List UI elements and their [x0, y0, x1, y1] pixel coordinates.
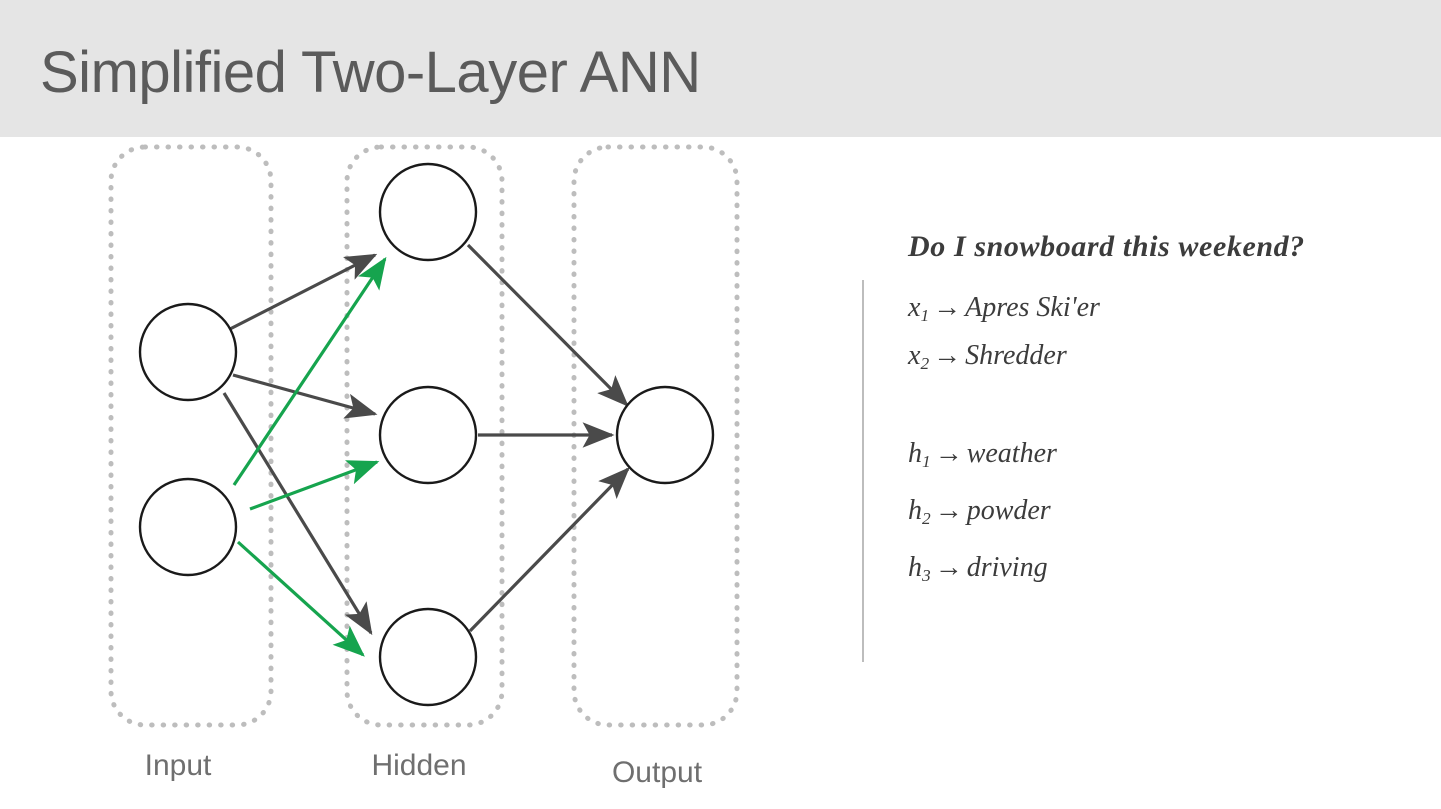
note-subscript: 2 — [920, 353, 930, 373]
layer-label-output: Output — [612, 756, 703, 789]
note-symbol: x — [908, 292, 921, 323]
edge-x1-h1 — [229, 253, 378, 331]
notes-heading: Do I snowboard this weekend? — [908, 230, 1305, 263]
notes-panel: Do I snowboard this weekend? x1→Apres Sk… — [862, 232, 1402, 672]
right-arrow-icon: → — [934, 495, 963, 526]
note-hidden-1: h1→weather — [908, 438, 1057, 471]
note-meaning: Shredder — [965, 340, 1067, 371]
edge-x1-h3 — [222, 392, 373, 636]
note-symbol: h — [908, 552, 922, 583]
note-symbol: h — [908, 438, 922, 469]
note-hidden-3: h3→driving — [908, 552, 1048, 585]
node-output-1[interactable] — [615, 385, 715, 485]
note-meaning: driving — [966, 552, 1048, 583]
note-symbol: h — [908, 495, 922, 526]
layer-group-hidden — [344, 144, 505, 728]
edge-x2-h2 — [249, 460, 380, 511]
note-subscript: 1 — [922, 451, 931, 471]
note-input-2: x2→Shredder — [908, 340, 1067, 373]
note-input-1: x1→Apres Ski'er — [908, 292, 1100, 325]
edge-x2-h1 — [232, 256, 387, 486]
node-hidden-1[interactable] — [378, 162, 478, 262]
note-subscript: 3 — [922, 565, 931, 585]
layer-label-hidden: Hidden — [371, 749, 466, 782]
node-input-1[interactable] — [138, 302, 238, 402]
note-subscript: 1 — [920, 305, 930, 325]
note-hidden-2: h2→powder — [908, 495, 1051, 528]
note-meaning: powder — [966, 495, 1051, 526]
edge-h1-y — [466, 243, 629, 407]
note-subscript: 2 — [922, 508, 931, 528]
edge-x2-h3 — [236, 540, 365, 657]
note-meaning: Apres Ski'er — [965, 292, 1100, 323]
node-input-2[interactable] — [138, 477, 238, 577]
note-meaning: weather — [966, 438, 1057, 469]
note-symbol: x — [908, 340, 921, 371]
edge-x1-h2 — [232, 373, 378, 419]
layer-label-input: Input — [145, 749, 212, 782]
right-arrow-icon: → — [933, 340, 962, 371]
page-title: Simplified Two-Layer ANN — [40, 40, 701, 105]
edge-h3-y — [468, 467, 630, 633]
neural-network-diagram: Input Hidden Output — [0, 137, 800, 809]
node-hidden-3[interactable] — [378, 607, 478, 707]
right-arrow-icon: → — [934, 438, 963, 469]
right-arrow-icon: → — [934, 552, 963, 583]
notes-divider — [862, 280, 864, 662]
node-hidden-2[interactable] — [378, 385, 478, 485]
layer-group-input — [108, 144, 274, 728]
right-arrow-icon: → — [933, 292, 962, 323]
title-band — [0, 0, 1441, 137]
